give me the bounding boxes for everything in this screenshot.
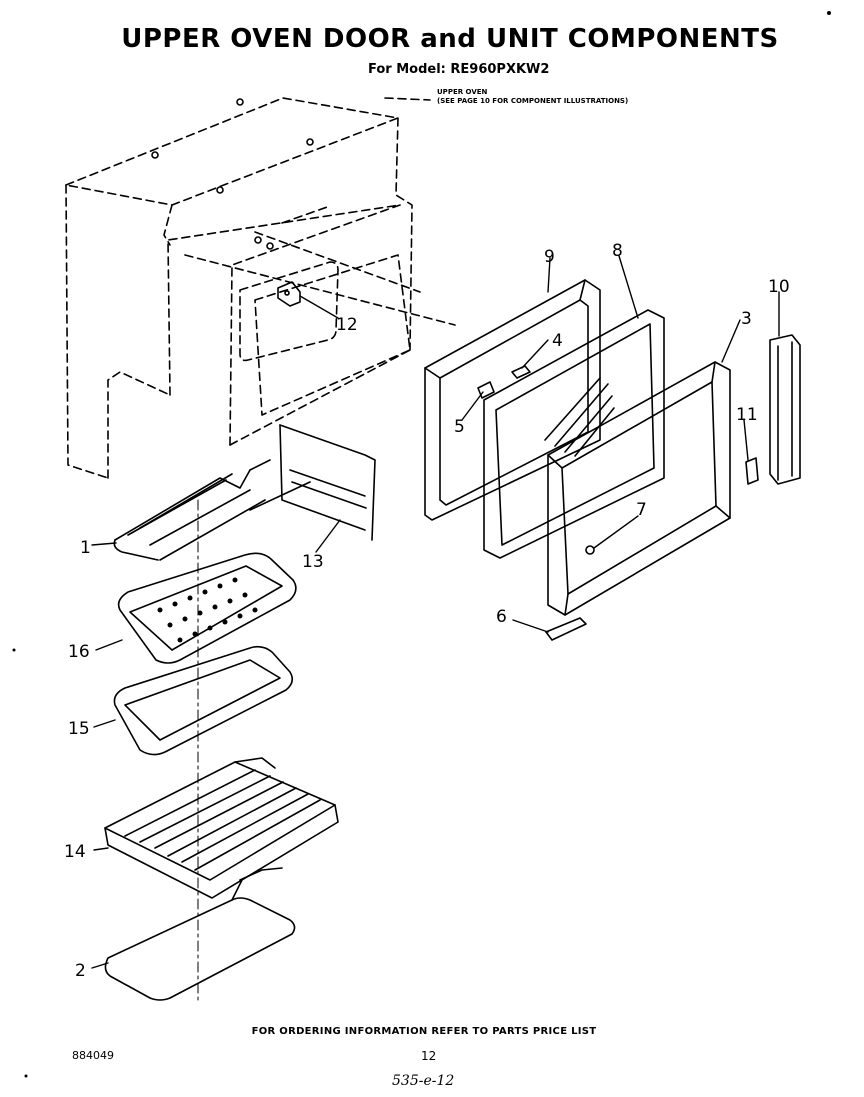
callout-10: 10 xyxy=(768,277,790,297)
callout-5: 5 xyxy=(454,417,465,437)
callout-12: 12 xyxy=(336,315,358,335)
part-6-bracket xyxy=(545,617,587,641)
scan-mark xyxy=(24,1074,28,1078)
part-14-oven-rack xyxy=(104,757,339,899)
callout-14: 14 xyxy=(64,842,86,862)
scan-mark xyxy=(12,648,16,652)
upper-oven-note: UPPER OVEN (SEE PAGE 10 FOR COMPONENT IL… xyxy=(437,88,628,106)
page-number: 12 xyxy=(421,1049,437,1063)
callout-11: 11 xyxy=(736,405,758,425)
part-4-5-door-clips xyxy=(477,365,531,399)
part-3-outer-door-frame xyxy=(547,361,731,616)
part-11-clip xyxy=(745,457,759,485)
part-12-bracket xyxy=(277,281,301,307)
document-number: 884049 xyxy=(72,1049,114,1062)
part-16-holes xyxy=(157,577,258,643)
callout-labels: 1 2 3 4 5 6 7 8 9 10 11 12 13 14 15 16 xyxy=(64,241,790,981)
upper-oven-note-line1: UPPER OVEN xyxy=(437,88,488,96)
part-15-broiler-pan xyxy=(113,645,294,756)
part-2-bake-element xyxy=(104,867,296,1001)
callout-7: 7 xyxy=(636,500,647,520)
part-1-broil-element xyxy=(113,459,311,561)
part-16-broiler-pan-insert xyxy=(117,552,297,664)
callout-1: 1 xyxy=(80,538,91,558)
callout-9: 9 xyxy=(544,247,555,267)
upper-oven-cabinet xyxy=(65,97,456,479)
scan-mark xyxy=(827,11,831,15)
callout-2: 2 xyxy=(75,961,86,981)
callout-13: 13 xyxy=(302,552,324,572)
page-title: UPPER OVEN DOOR and UNIT COMPONENTS xyxy=(121,24,779,54)
handwritten-note: 535-e-12 xyxy=(392,1073,455,1089)
cabinet-screw-holes xyxy=(151,98,314,250)
part-13-element-bracket xyxy=(279,424,376,541)
callout-8: 8 xyxy=(612,241,623,261)
callout-16: 16 xyxy=(68,642,90,662)
callout-6: 6 xyxy=(496,607,507,627)
ordering-info: FOR ORDERING INFORMATION REFER TO PARTS … xyxy=(251,1026,597,1037)
part-10-hinge-rail xyxy=(769,334,801,485)
callout-4: 4 xyxy=(552,331,563,351)
part-8-door-glass xyxy=(483,309,665,559)
upper-oven-note-line2: (SEE PAGE 10 FOR COMPONENT ILLUSTRATIONS… xyxy=(437,97,629,105)
model-label: For Model: RE960PXKW2 xyxy=(368,62,550,77)
callout-15: 15 xyxy=(68,719,90,739)
callout-3: 3 xyxy=(741,309,752,329)
leader-lines xyxy=(91,255,780,969)
